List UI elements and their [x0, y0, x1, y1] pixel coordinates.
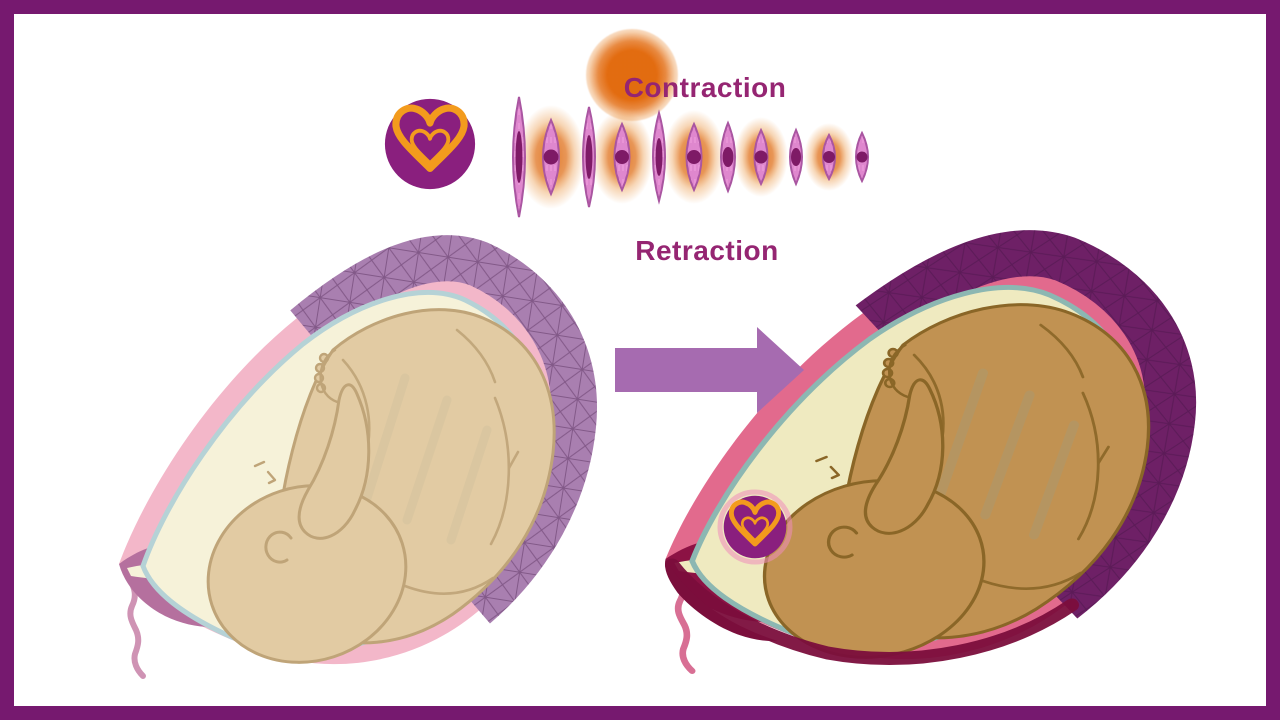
- cells: [512, 96, 869, 218]
- fetal-heart-badge-icon: [717, 489, 793, 565]
- contraction-label: Contraction: [623, 72, 787, 103]
- muscle-cell-row: [512, 96, 869, 218]
- muscle-cell: [789, 127, 803, 187]
- orange-splash-icon: [586, 29, 678, 121]
- uterus-after-illustration: [665, 239, 1183, 683]
- heart-badge-icon: [385, 99, 475, 189]
- muscle-cell: [652, 109, 666, 205]
- muscle-cell: [720, 120, 736, 194]
- muscle-cell: [512, 96, 526, 218]
- lower-segment-wedge: [664, 559, 778, 642]
- uterus-before-illustration: [119, 244, 585, 688]
- muscle-cell: [582, 106, 596, 208]
- lower-segment-band: [664, 558, 1080, 665]
- muscle-cell: [613, 121, 631, 193]
- muscle-cell: [855, 130, 869, 184]
- retraction-label: Retraction: [635, 235, 779, 266]
- muscle-cell: [822, 132, 836, 182]
- muscle-cell: [753, 127, 769, 187]
- diagram-canvas: [14, 14, 1266, 706]
- muscle-cell: [542, 117, 560, 197]
- transition-arrow-icon: [615, 327, 804, 413]
- muscle-cell: [685, 121, 703, 193]
